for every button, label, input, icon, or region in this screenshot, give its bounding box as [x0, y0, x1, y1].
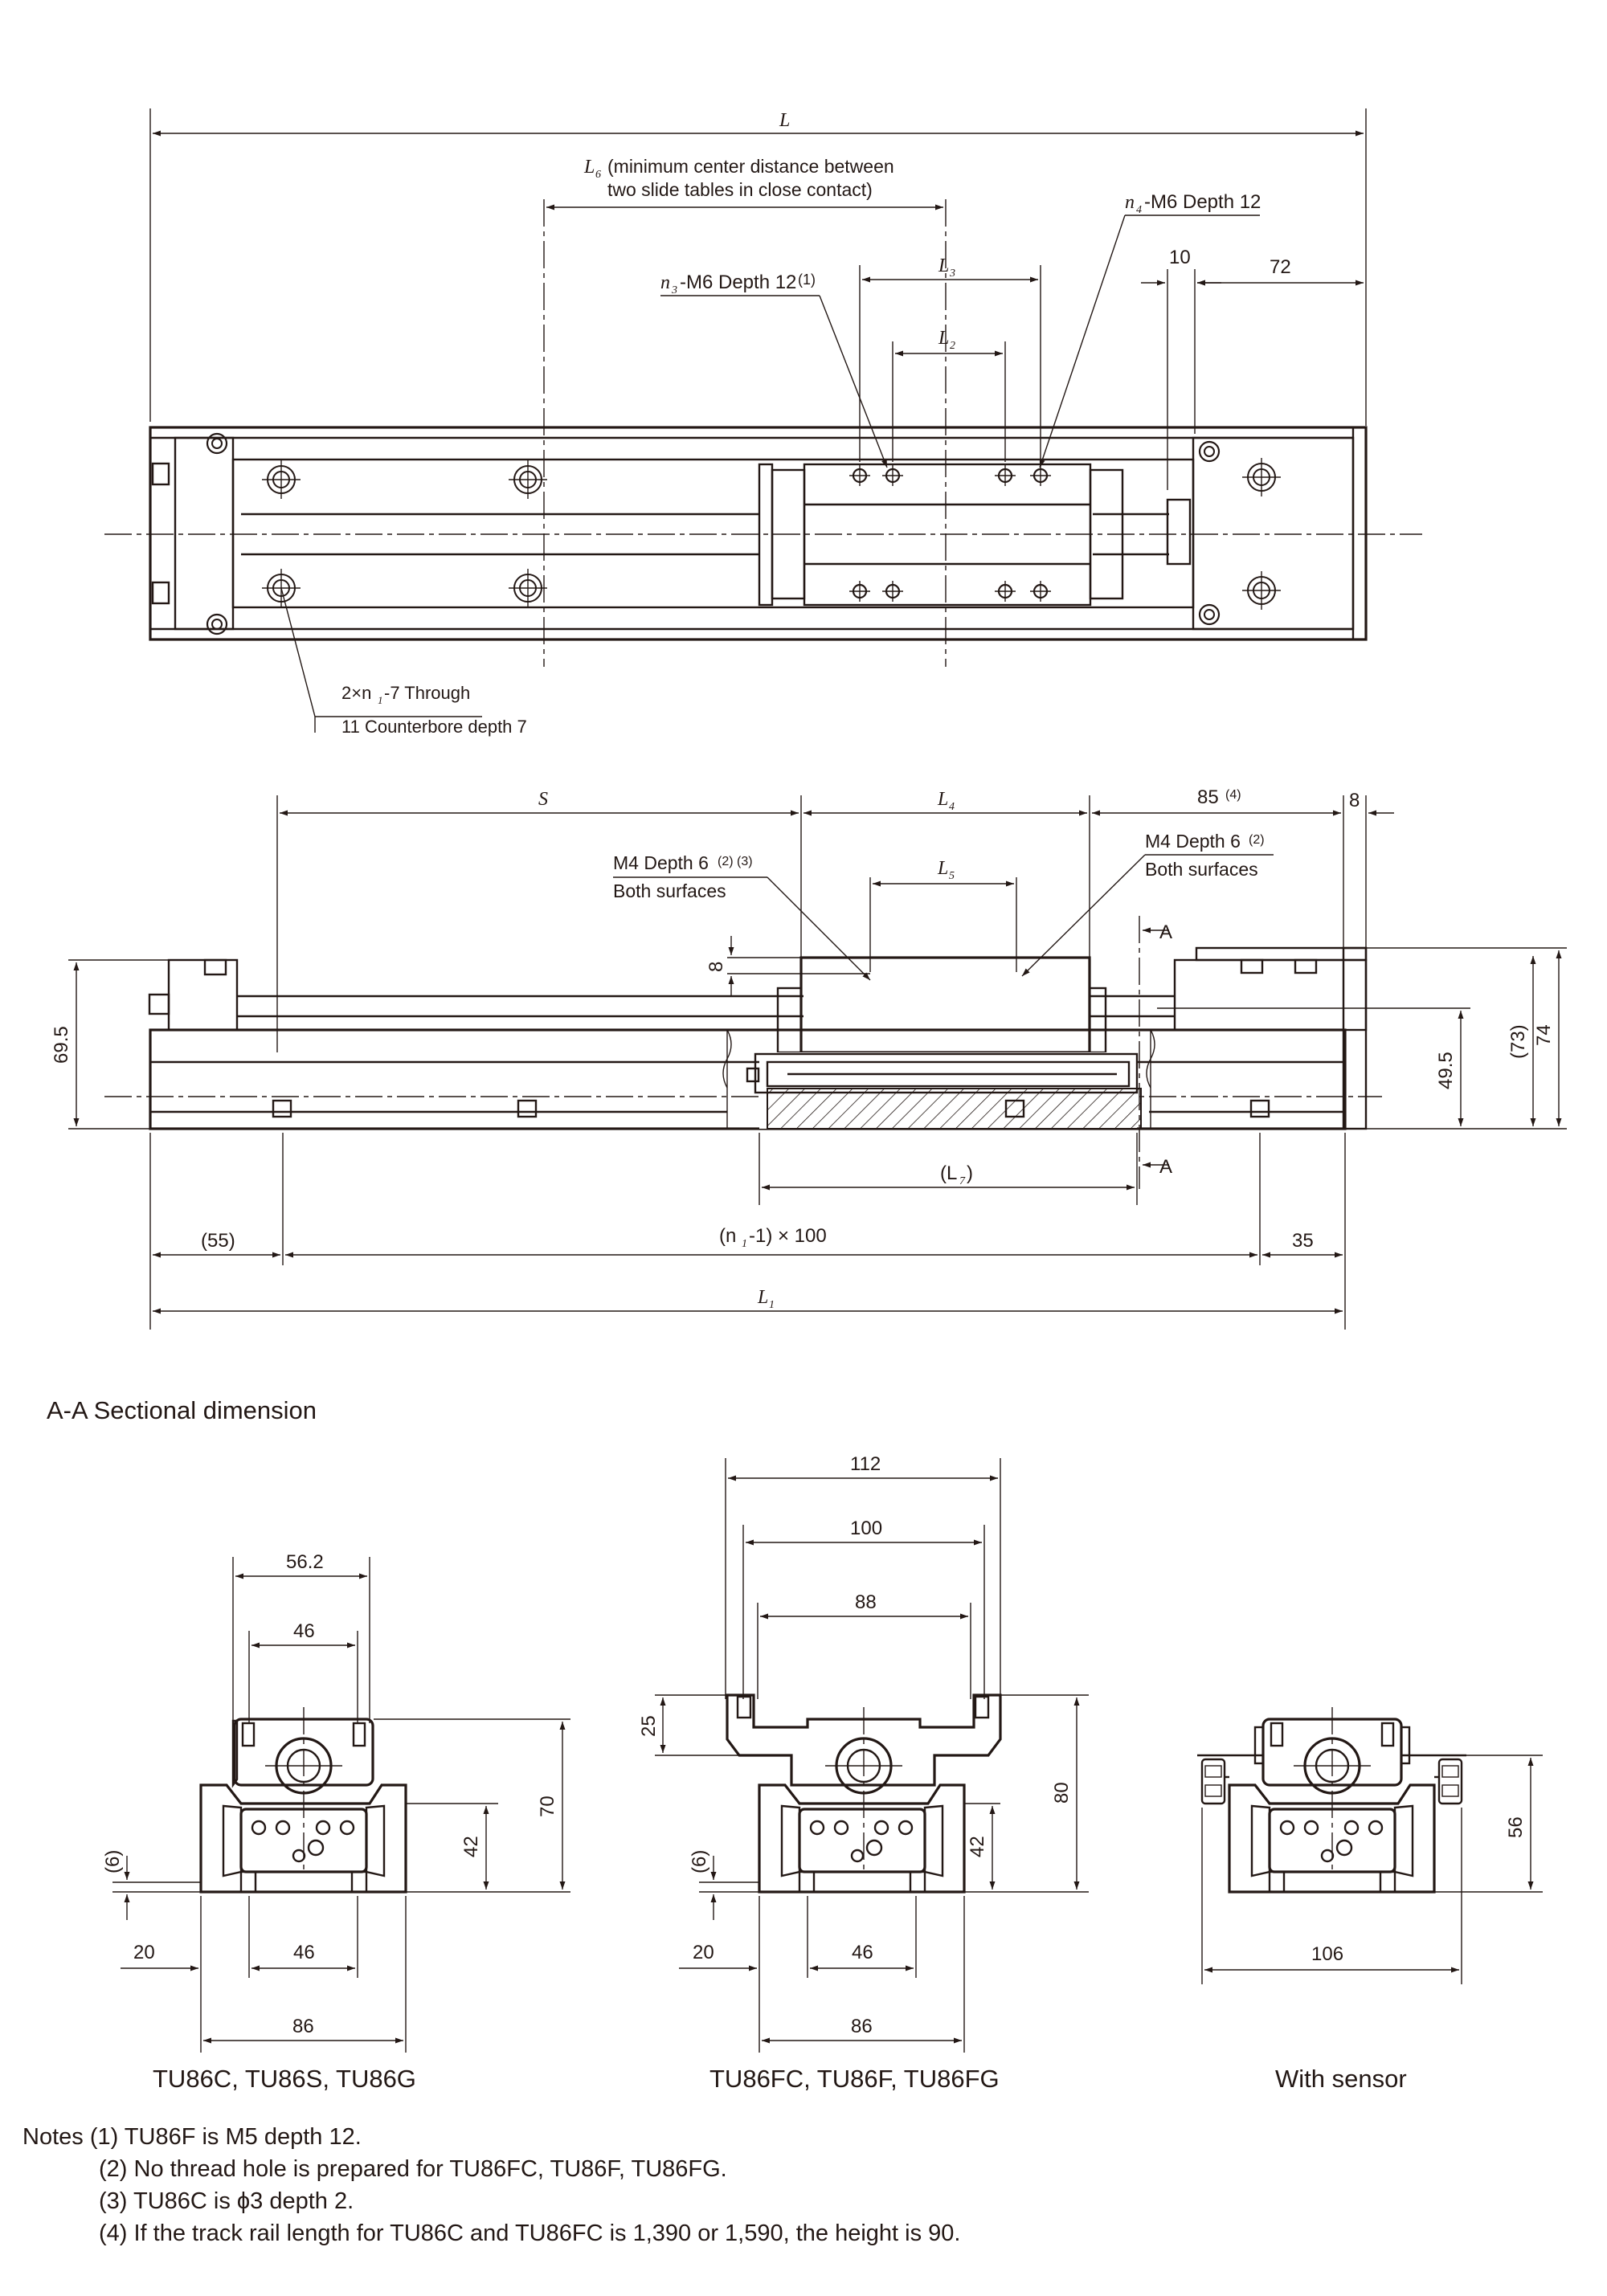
section-left: 56.2 46 42 70 — [102, 1551, 570, 2053]
m4-left-both: Both surfaces — [613, 880, 726, 901]
section-middle: 112 100 88 25 — [638, 1453, 1089, 2053]
note-4: (4) If the track rail length for TU86C a… — [99, 2220, 961, 2246]
L6-note-line2: two slide tables in close contact) — [607, 179, 873, 200]
n4-label: -M6 Depth 12 — [1144, 191, 1261, 213]
dim-L7-close: ) — [967, 1162, 973, 1184]
cut-A-top: A — [1159, 921, 1172, 943]
m4-right-label: M4 Depth 6 — [1145, 831, 1241, 852]
sec-left-86: 86 — [292, 2016, 314, 2037]
dim-L7-sub: 7 — [959, 1175, 966, 1187]
dim-L4-sub: 4 — [949, 801, 955, 813]
hole-callout-2: 11 Counterbore depth 7 — [341, 717, 527, 737]
sec-left-56-2: 56.2 — [286, 1551, 324, 1573]
sec-mid-42: 42 — [967, 1836, 988, 1857]
n4-label-sub: 4 — [1136, 204, 1142, 216]
n4-label-n: n — [1125, 192, 1135, 213]
note-1: Notes (1) TU86F is M5 depth 12. — [22, 2124, 362, 2150]
sec-right-56: 56 — [1505, 1816, 1527, 1838]
dim-73: (73) — [1507, 1024, 1529, 1059]
caption-middle: TU86FC, TU86F, TU86FG — [709, 2065, 1000, 2093]
dim-35: 35 — [1292, 1230, 1314, 1252]
dim-L7-open: (L — [940, 1162, 957, 1184]
dim-L5: L — [937, 858, 948, 879]
dim-L6: L — [583, 157, 595, 178]
dim-72: 72 — [1270, 256, 1291, 278]
dim-55: (55) — [201, 1230, 235, 1252]
caption-right: With sensor — [1275, 2065, 1407, 2093]
m4-right-both: Both surfaces — [1145, 859, 1258, 880]
n3-note: (1) — [798, 272, 816, 288]
dim-pitch-sub: 1 — [742, 1238, 747, 1250]
sec-right-106: 106 — [1311, 1943, 1343, 1965]
dim-10: 10 — [1169, 247, 1191, 268]
sec-left-70: 70 — [537, 1796, 558, 1817]
dim-85: 85 — [1197, 786, 1219, 808]
note-3: (3) TU86C is ϕ3 depth 2. — [99, 2188, 354, 2214]
m4-left-note: (2) (3) — [718, 855, 753, 868]
n3-label: -M6 Depth 12 — [680, 272, 796, 293]
sec-mid-25: 25 — [638, 1715, 660, 1737]
dim-L6-sub: 6 — [595, 169, 601, 181]
sec-mid-86: 86 — [851, 2016, 873, 2037]
hole-callout-1b: -7 Through — [384, 683, 470, 703]
hole-callout-1: 2×n — [341, 683, 371, 703]
dim-69-5: 69.5 — [51, 1026, 72, 1064]
side-view: S L 4 85 (4) 8 M4 Depth 6 (2) (3) Both s… — [51, 786, 1567, 1330]
dim-L1-sub: 1 — [769, 1299, 775, 1311]
dim-L2: L — [938, 328, 949, 349]
sec-mid-20: 20 — [693, 1942, 714, 1963]
m4-right-note: (2) — [1249, 833, 1265, 847]
dim-L3: L — [938, 255, 949, 276]
hole-callout-1-sub: 1 — [378, 694, 383, 706]
sec-mid-112: 112 — [850, 1453, 881, 1475]
dim-8-top: 8 — [1349, 790, 1360, 811]
dim-74: 74 — [1533, 1024, 1555, 1046]
L6-note-line1: (minimum center distance between — [607, 156, 894, 177]
dim-pitch-open: (n — [719, 1225, 736, 1247]
sec-mid-88: 88 — [855, 1591, 877, 1613]
sec-mid-6: (6) — [689, 1850, 710, 1873]
note-2: (2) No thread hole is prepared for TU86F… — [99, 2156, 727, 2182]
m4-left-label: M4 Depth 6 — [613, 852, 709, 873]
sec-left-46-bot: 46 — [293, 1942, 315, 1963]
section-right: 56 106 — [1197, 1707, 1543, 1984]
dim-49-5: 49.5 — [1435, 1052, 1457, 1089]
sec-left-46-top: 46 — [293, 1620, 315, 1642]
dim-L5-sub: 5 — [949, 870, 955, 882]
cut-A-bottom: A — [1159, 1156, 1172, 1178]
top-view: L L 6 (minimum center distance between t… — [104, 108, 1422, 737]
sec-mid-46: 46 — [852, 1942, 873, 1963]
dim-L4: L — [937, 789, 948, 810]
sec-left-42: 42 — [460, 1836, 482, 1857]
dim-85-note: (4) — [1225, 788, 1241, 802]
dim-S: S — [538, 789, 548, 810]
n3-label-sub: 3 — [671, 284, 677, 296]
dim-L3-sub: 3 — [949, 268, 955, 280]
caption-left: TU86C, TU86S, TU86G — [153, 2065, 416, 2093]
dim-L1: L — [757, 1287, 768, 1308]
dim-L2-sub: 2 — [950, 340, 955, 352]
sec-mid-100: 100 — [850, 1518, 882, 1539]
dim-8-side: 8 — [705, 962, 727, 972]
dim-L: L — [779, 110, 790, 131]
n3-label-n: n — [660, 272, 670, 293]
sec-mid-80: 80 — [1051, 1782, 1073, 1804]
section-title: A-A Sectional dimension — [47, 1396, 317, 1424]
sec-left-20: 20 — [133, 1942, 155, 1963]
sec-left-6: (6) — [102, 1850, 124, 1873]
dim-pitch-rest: -1) × 100 — [749, 1225, 827, 1247]
